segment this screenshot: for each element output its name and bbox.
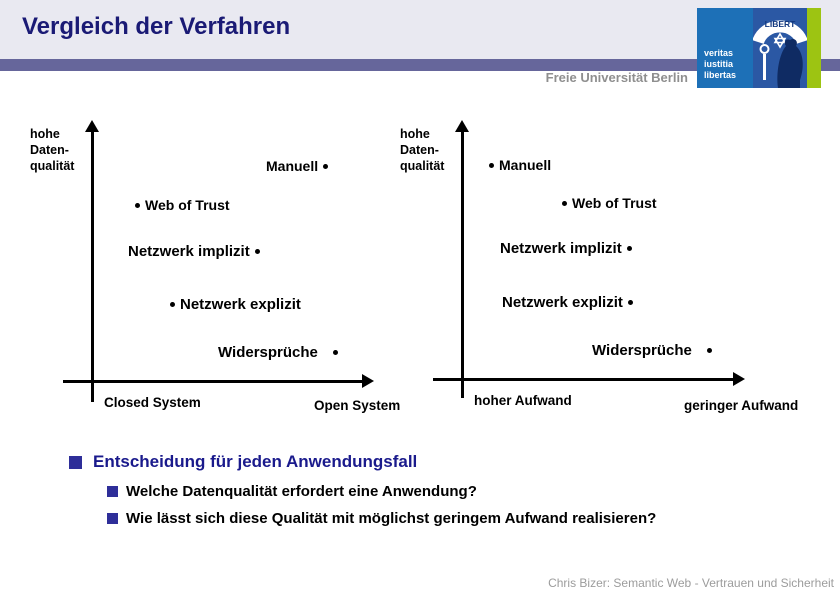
x-axis — [63, 380, 362, 383]
bear-icon — [777, 38, 803, 88]
data-point-dot — [626, 246, 632, 251]
point-widersprueche: Widersprüche — [218, 344, 338, 361]
x-axis-label-left: hoher Aufwand — [474, 393, 572, 408]
point-netzwerk-implizit: Netzwerk implizit — [128, 243, 260, 260]
header-divider-band — [0, 59, 840, 71]
y-axis — [461, 130, 464, 398]
point-widersprueche: Widersprüche — [592, 342, 712, 359]
bullet-sub-1: Welche Datenqualität erfordert eine Anwe… — [107, 483, 477, 500]
bullet-main: Entscheidung für jeden Anwendungsfall — [69, 452, 417, 472]
affiliation-label: Freie Universität Berlin — [545, 70, 688, 85]
bullet-square-icon — [107, 486, 118, 497]
seal-libertas-text: LIBERT — [765, 19, 797, 29]
data-point-dot — [332, 350, 338, 355]
data-point-dot — [254, 249, 260, 254]
bullet-sub-text: Wie lässt sich diese Qualität mit möglic… — [126, 510, 657, 527]
logo-green-bar — [807, 8, 821, 88]
seal-graphic: LIBERT — [752, 8, 808, 88]
data-point-dot — [562, 200, 567, 206]
point-netzwerk-explizit: Netzwerk explizit — [170, 296, 301, 313]
x-axis-label-left: Closed System — [104, 395, 201, 410]
data-point-dot — [489, 162, 494, 168]
logo-seal: LIBERT — [752, 8, 808, 88]
bullet-main-text: Entscheidung für jeden Anwendungsfall — [93, 452, 418, 471]
y-axis-label: hohe Daten- qualität — [400, 127, 445, 173]
point-web-of-trust: Web of Trust — [135, 197, 230, 213]
footer-credit: Chris Bizer: Semantic Web - Vertrauen un… — [548, 576, 834, 590]
scepter-icon — [763, 54, 766, 80]
star-of-david-icon — [773, 32, 787, 49]
y-axis-label: hohe Daten- qualität — [30, 127, 75, 173]
y-axis-arrow-icon — [455, 120, 469, 132]
bullet-sub-2: Wie lässt sich diese Qualität mit möglic… — [107, 510, 656, 527]
data-point-dot — [323, 163, 329, 169]
bullet-square-icon — [107, 513, 118, 524]
scepter-top-icon — [759, 44, 770, 54]
y-axis-arrow-icon — [85, 120, 99, 132]
logo-motto-text: veritas iustitia libertas — [704, 48, 736, 81]
point-manuell: Manuell — [489, 157, 551, 173]
x-axis-arrow-icon — [362, 374, 374, 388]
y-axis — [91, 130, 94, 402]
motto-line: veritas — [704, 48, 734, 58]
point-web-of-trust: Web of Trust — [562, 195, 657, 211]
logo-motto-panel: veritas iustitia libertas — [697, 8, 753, 88]
data-point-dot — [627, 300, 633, 305]
point-manuell: Manuell — [266, 158, 329, 174]
fu-berlin-logo: veritas iustitia libertas LIBERT — [697, 8, 821, 88]
x-axis-arrow-icon — [733, 372, 745, 386]
data-point-dot — [706, 348, 712, 353]
x-axis-label-right: Open System — [314, 398, 401, 413]
point-netzwerk-implizit: Netzwerk implizit — [500, 240, 632, 257]
bullet-square-icon — [69, 456, 82, 469]
point-netzwerk-explizit: Netzwerk explizit — [502, 294, 633, 311]
slide-title: Vergleich der Verfahren — [22, 13, 291, 40]
bullet-sub-text: Welche Datenqualität erfordert eine Anwe… — [126, 483, 477, 500]
motto-line: libertas — [704, 70, 737, 80]
data-point-dot — [170, 302, 175, 307]
data-point-dot — [135, 202, 140, 208]
x-axis — [433, 378, 733, 381]
motto-line: iustitia — [704, 59, 734, 69]
x-axis-label-right: geringer Aufwand — [684, 398, 799, 413]
